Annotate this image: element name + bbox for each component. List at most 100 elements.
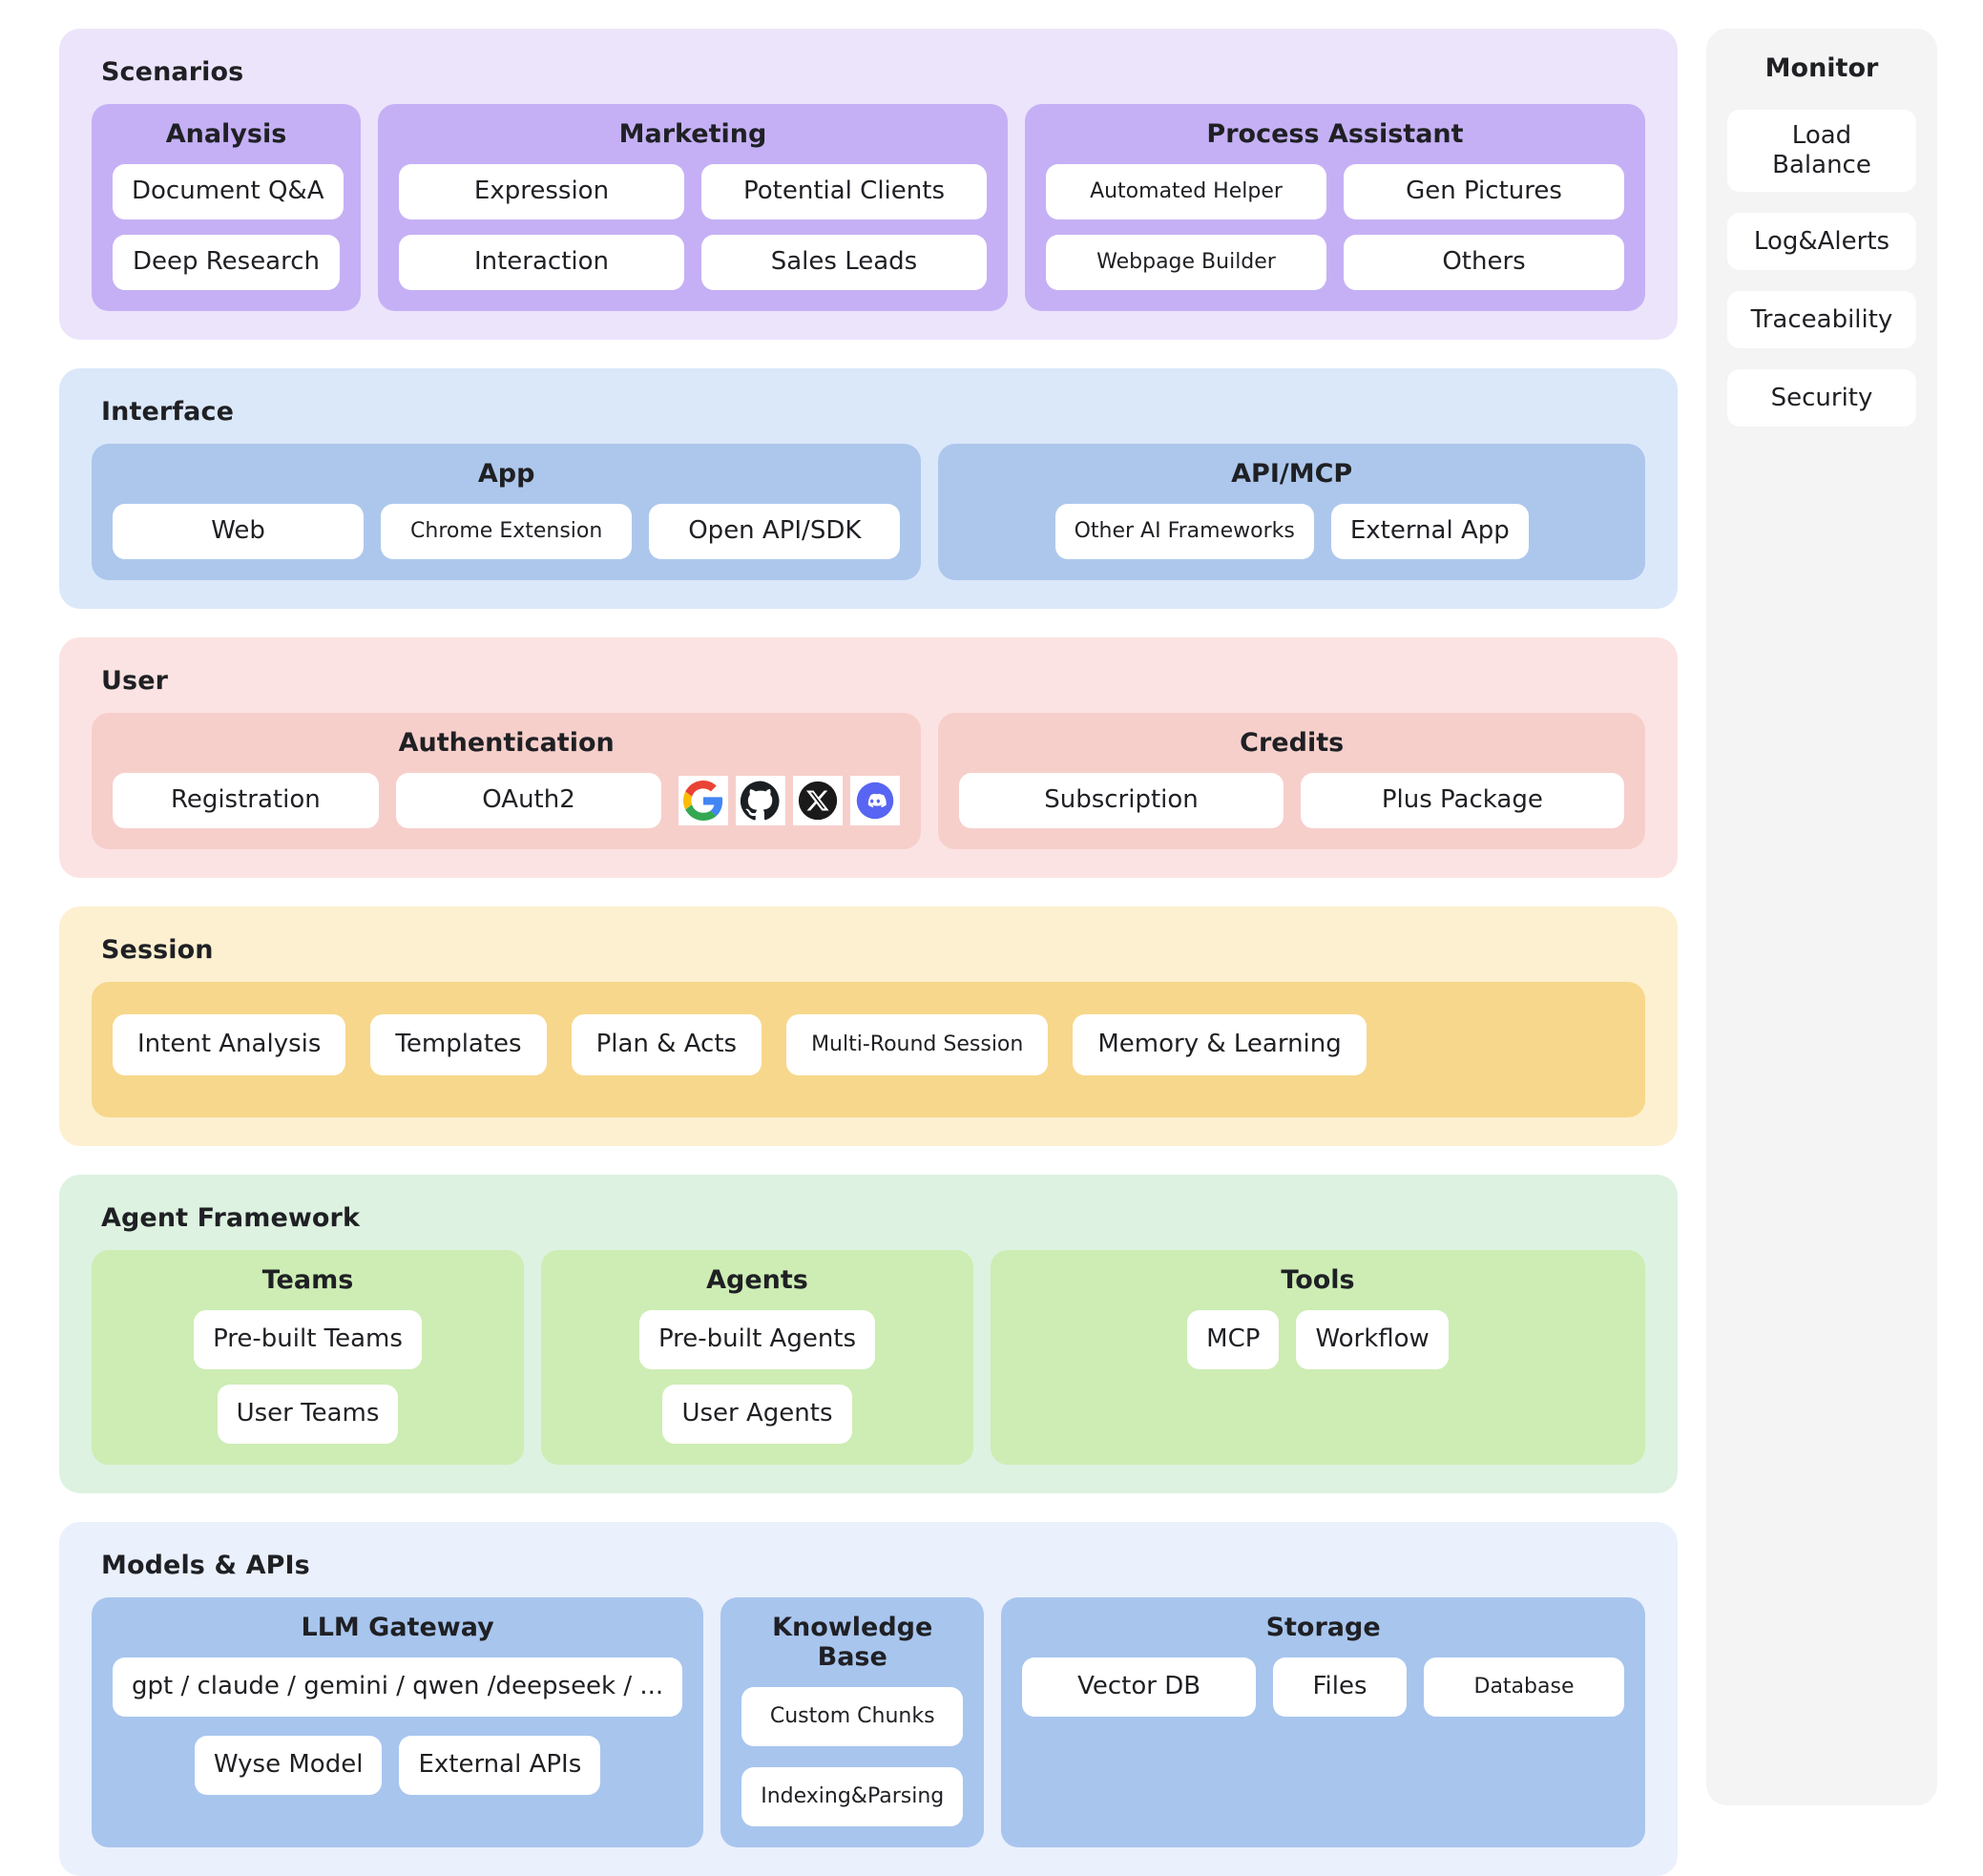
chip-registration[interactable]: Registration [113, 773, 379, 828]
layer-title-user: User [101, 666, 169, 696]
chip-multi-round-session[interactable]: Multi-Round Session [786, 1014, 1049, 1075]
group-title-api-mcp: API/MCP [1231, 459, 1353, 489]
group-marketing: Marketing Expression Potential Clients I… [378, 104, 1008, 311]
layer-models-apis: Models & APIs LLM Gateway gpt / claude /… [59, 1522, 1678, 1876]
group-title-knowledge-base: Knowledge Base [772, 1613, 933, 1672]
chip-vector-db[interactable]: Vector DB [1022, 1657, 1256, 1717]
interface-groups: App Web Chrome Extension Open API/SDK AP… [92, 444, 1645, 580]
chip-indexing-parsing[interactable]: Indexing&Parsing [741, 1767, 964, 1826]
monitor-item-log-alerts[interactable]: Log&Alerts [1727, 213, 1916, 271]
group-title-teams: Teams [261, 1265, 354, 1295]
group-knowledge-base: Knowledge Base Custom Chunks Indexing&Pa… [720, 1597, 985, 1847]
chip-pre-built-agents[interactable]: Pre-built Agents [638, 1310, 876, 1369]
scenarios-groups: Analysis Document Q&A Deep Research Mark… [92, 104, 1645, 311]
layer-session: Session Intent Analysis Templates Plan &… [59, 907, 1678, 1146]
chip-automated-helper[interactable]: Automated Helper [1046, 164, 1326, 219]
tools-chips: MCP Workflow [1012, 1310, 1624, 1369]
chip-templates[interactable]: Templates [370, 1014, 547, 1075]
agents-chips: Pre-built Agents User Agents [562, 1310, 952, 1444]
group-title-credits: Credits [1240, 728, 1345, 758]
chip-database[interactable]: Database [1424, 1657, 1624, 1717]
chip-mcp[interactable]: MCP [1187, 1310, 1280, 1369]
models-apis-groups: LLM Gateway gpt / claude / gemini / qwen… [92, 1597, 1645, 1847]
group-title-authentication: Authentication [398, 728, 615, 758]
discord-icon[interactable] [850, 776, 901, 825]
chip-document-qa[interactable]: Document Q&A [113, 164, 344, 219]
group-title-storage: Storage [1265, 1613, 1381, 1642]
layer-title-scenarios: Scenarios [101, 57, 244, 87]
chip-intent-analysis[interactable]: Intent Analysis [113, 1014, 346, 1075]
chip-expression[interactable]: Expression [399, 164, 684, 219]
chip-webpage-builder[interactable]: Webpage Builder [1046, 235, 1326, 290]
chip-user-agents[interactable]: User Agents [662, 1385, 852, 1444]
chip-memory-and-learning[interactable]: Memory & Learning [1073, 1014, 1367, 1075]
layer-title-models-apis: Models & APIs [101, 1551, 310, 1580]
layer-title-interface: Interface [101, 397, 234, 427]
group-analysis: Analysis Document Q&A Deep Research [92, 104, 361, 311]
llm-gateway-chips: gpt / claude / gemini / qwen /deepseek /… [113, 1657, 683, 1795]
chip-sales-leads[interactable]: Sales Leads [701, 235, 987, 290]
chip-plus-package[interactable]: Plus Package [1300, 773, 1625, 828]
layer-user: User Authentication Registration OAuth2 [59, 637, 1678, 878]
group-title-analysis: Analysis [165, 119, 287, 149]
chip-plan-and-acts[interactable]: Plan & Acts [571, 1014, 762, 1075]
storage-chips: Vector DB Files Database [1022, 1657, 1624, 1717]
chip-user-teams[interactable]: User Teams [217, 1385, 399, 1444]
group-session-items: Intent Analysis Templates Plan & Acts Mu… [92, 982, 1645, 1117]
oauth-provider-icons [678, 773, 901, 828]
group-teams: Teams Pre-built Teams User Teams [92, 1250, 524, 1465]
group-title-tools: Tools [1281, 1265, 1355, 1295]
chip-external-app[interactable]: External App [1330, 504, 1529, 559]
monitor-items: Load Balance Log&Alerts Traceability Sec… [1727, 110, 1916, 427]
chip-gen-pictures[interactable]: Gen Pictures [1344, 164, 1624, 219]
monitor-panel: Monitor Load Balance Log&Alerts Traceabi… [1706, 29, 1937, 1805]
monitor-title: Monitor [1764, 53, 1879, 83]
session-groups: Intent Analysis Templates Plan & Acts Mu… [92, 982, 1645, 1117]
chip-wyse-model[interactable]: Wyse Model [194, 1736, 383, 1795]
group-title-process-assistant: Process Assistant [1206, 119, 1464, 149]
chip-web[interactable]: Web [113, 504, 365, 559]
chip-deep-research[interactable]: Deep Research [113, 235, 340, 290]
chip-other-ai-frameworks[interactable]: Other AI Frameworks [1054, 504, 1314, 559]
group-title-agents: Agents [706, 1265, 808, 1295]
group-title-app: App [477, 459, 535, 489]
marketing-chips: Expression Potential Clients Interaction… [399, 164, 987, 290]
monitor-item-security[interactable]: Security [1727, 369, 1916, 427]
monitor-item-load-balance[interactable]: Load Balance [1727, 110, 1916, 193]
layer-agent-framework: Agent Framework Teams Pre-built Teams Us… [59, 1175, 1678, 1493]
chip-subscription[interactable]: Subscription [959, 773, 1284, 828]
chip-oauth2[interactable]: OAuth2 [395, 773, 662, 828]
group-storage: Storage Vector DB Files Database [1001, 1597, 1645, 1847]
api-mcp-chips: Other AI Frameworks External App [959, 504, 1624, 559]
chip-external-apis[interactable]: External APIs [399, 1736, 601, 1795]
analysis-chips: Document Q&A Deep Research [113, 164, 344, 290]
github-icon[interactable] [736, 776, 786, 825]
credits-chips: Subscription Plus Package [959, 773, 1625, 828]
x-twitter-icon[interactable] [793, 776, 844, 825]
group-agents: Agents Pre-built Agents User Agents [541, 1250, 973, 1465]
knowledge-base-chips: Custom Chunks Indexing&Parsing [741, 1687, 964, 1826]
chip-open-api-sdk[interactable]: Open API/SDK [649, 504, 901, 559]
chip-custom-chunks[interactable]: Custom Chunks [741, 1687, 964, 1746]
chip-interaction[interactable]: Interaction [399, 235, 684, 290]
monitor-item-traceability[interactable]: Traceability [1727, 291, 1916, 349]
chip-others[interactable]: Others [1344, 235, 1624, 290]
group-authentication: Authentication Registration OAuth2 [92, 713, 922, 849]
chip-potential-clients[interactable]: Potential Clients [701, 164, 987, 219]
layer-title-session: Session [101, 935, 214, 965]
group-tools: Tools MCP Workflow [991, 1250, 1645, 1465]
chip-files[interactable]: Files [1273, 1657, 1407, 1717]
chip-chrome-extension[interactable]: Chrome Extension [381, 504, 633, 559]
google-icon[interactable] [678, 776, 729, 825]
group-llm-gateway: LLM Gateway gpt / claude / gemini / qwen… [92, 1597, 704, 1847]
teams-chips: Pre-built Teams User Teams [113, 1310, 503, 1444]
layer-title-agent-framework: Agent Framework [101, 1203, 361, 1233]
authentication-chips: Registration OAuth2 [113, 773, 901, 828]
chip-workflow[interactable]: Workflow [1296, 1310, 1449, 1369]
layer-stack: Scenarios Analysis Document Q&A Deep Res… [59, 29, 1678, 1876]
chip-model-list[interactable]: gpt / claude / gemini / qwen /deepseek /… [113, 1657, 683, 1717]
group-api-mcp: API/MCP Other AI Frameworks External App [938, 444, 1645, 580]
group-process-assistant: Process Assistant Automated Helper Gen P… [1025, 104, 1645, 311]
group-credits: Credits Subscription Plus Package [938, 713, 1645, 849]
chip-pre-built-teams[interactable]: Pre-built Teams [194, 1310, 422, 1369]
